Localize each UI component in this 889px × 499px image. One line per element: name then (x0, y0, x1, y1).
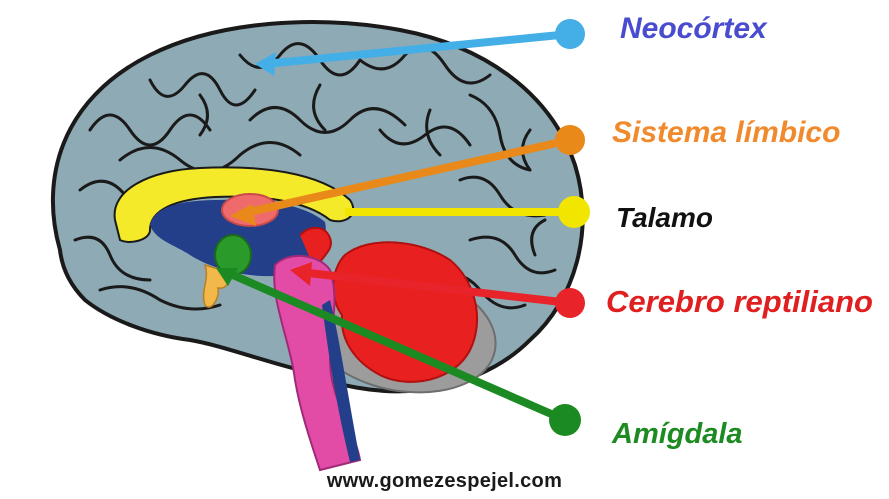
label-amygdala: Amígdala (612, 418, 743, 451)
label-limbic-system: Sistema límbico (612, 116, 840, 150)
label-thalamus: Talamo (616, 202, 713, 234)
label-reptilian-brain: Cerebro reptiliano (606, 284, 873, 320)
footer-url: www.gomezespejel.com (0, 470, 889, 493)
label-neocortex: Neocórtex (620, 12, 767, 46)
